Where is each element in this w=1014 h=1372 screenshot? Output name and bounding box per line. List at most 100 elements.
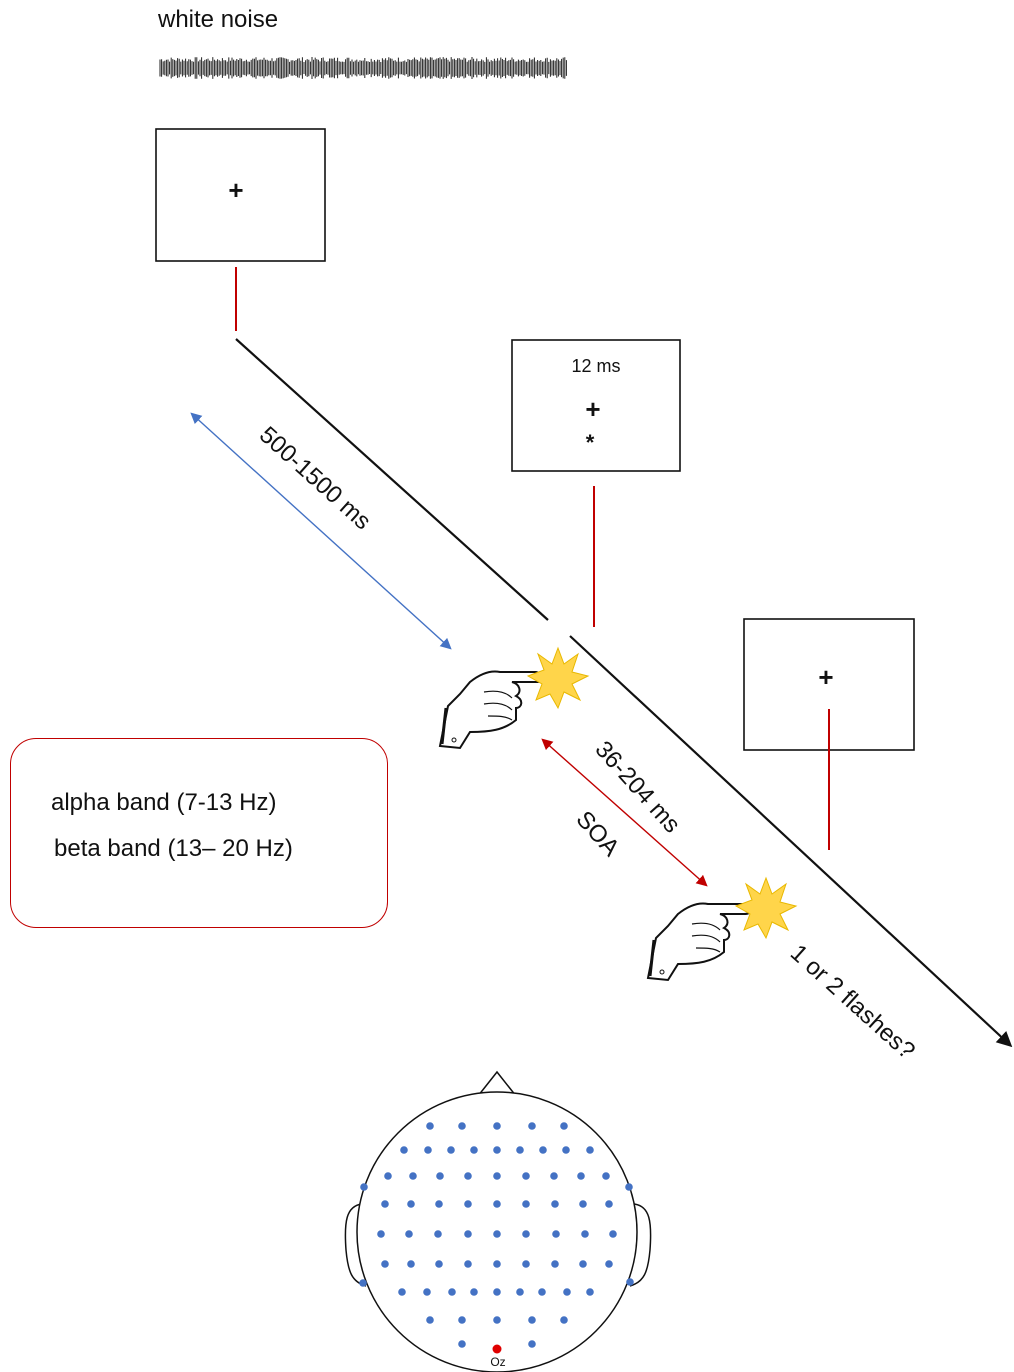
electrode-dot: [448, 1288, 456, 1296]
electrode-dot: [528, 1340, 536, 1348]
electrode-dot: [626, 1278, 634, 1286]
electrode-dot: [434, 1230, 442, 1238]
electrode-dot: [625, 1183, 633, 1191]
electrode-dot: [493, 1146, 501, 1154]
electrode-dot: [407, 1260, 415, 1268]
alpha-band-label: alpha band (7-13 Hz): [51, 789, 277, 816]
electrode-dot: [563, 1288, 571, 1296]
electrode-dot: [407, 1200, 415, 1208]
electrode-dot: [581, 1230, 589, 1238]
electrode-dot: [586, 1146, 594, 1154]
eeg-head-map: Oz: [344, 1070, 652, 1372]
electrode-dot: [405, 1230, 413, 1238]
electrode-dot: [458, 1340, 466, 1348]
electrode-dot: [522, 1230, 530, 1238]
electrode-dot: [493, 1260, 501, 1268]
electrode-dot: [522, 1172, 530, 1180]
electrode-dot: [516, 1288, 524, 1296]
white-noise-label: white noise: [158, 6, 279, 33]
target-star: *: [586, 430, 595, 455]
electrode-dot: [458, 1122, 466, 1130]
electrode-dot: [360, 1183, 368, 1191]
electrode-dot: [424, 1146, 432, 1154]
noise-trace: [159, 57, 567, 79]
electrode-dot: [552, 1230, 560, 1238]
electrode-dot: [447, 1146, 455, 1154]
target-fixation-cross: +: [585, 394, 600, 424]
timeline-segment-2: [569, 635, 1013, 1048]
electrode-dot: [562, 1146, 570, 1154]
electrode-dot: [493, 1200, 501, 1208]
electrode-dot: [398, 1288, 406, 1296]
electrode-dot: [538, 1288, 546, 1296]
electrode-dot: [426, 1122, 434, 1130]
electrode-dot: [493, 1230, 501, 1238]
electrode-dot: [470, 1288, 478, 1296]
electrode-dot: [551, 1200, 559, 1208]
soa-arrow: [541, 738, 708, 887]
electrode-dot: [522, 1260, 530, 1268]
fixation-screen: +: [155, 128, 326, 262]
electrode-dot: [464, 1260, 472, 1268]
target-duration-label: 12 ms: [571, 356, 620, 376]
electrode-dot: [384, 1172, 392, 1180]
electrode-dot: [522, 1200, 530, 1208]
electrode-dot: [551, 1260, 559, 1268]
flash-icon: [526, 646, 590, 710]
electrode-dot: [493, 1316, 501, 1324]
beta-band-label: beta band (13– 20 Hz): [54, 835, 293, 862]
electrode-dot: [579, 1200, 587, 1208]
electrode-dot: [359, 1279, 367, 1287]
soa-label: SOA: [571, 806, 625, 862]
electrode-dot: [528, 1122, 536, 1130]
fixation-cross: +: [228, 175, 243, 205]
electrode-dot: [409, 1172, 417, 1180]
electrode-dot: [560, 1122, 568, 1130]
head-nose: [477, 1070, 517, 1097]
target-screen: 12 ms + *: [511, 339, 681, 472]
electrode-oz: [492, 1344, 502, 1354]
electrode-dot: [579, 1260, 587, 1268]
electrode-dot: [435, 1200, 443, 1208]
electrode-dot: [435, 1260, 443, 1268]
response-question: 1 or 2 flashes?: [785, 939, 920, 1064]
interval-1-label: 500-1500 ms: [254, 421, 376, 535]
flash-icon: [734, 876, 798, 940]
electrode-dot: [577, 1172, 585, 1180]
electrode-dot: [493, 1172, 501, 1180]
electrode-dot: [586, 1288, 594, 1296]
electrode-dot: [458, 1316, 466, 1324]
white-noise-waveform: [159, 57, 567, 79]
electrode-dot: [436, 1172, 444, 1180]
interval-1-arrow: [190, 412, 452, 650]
electrode-dot: [605, 1260, 613, 1268]
electrode-dot: [400, 1146, 408, 1154]
electrode-dot: [464, 1230, 472, 1238]
electrode-dot: [550, 1172, 558, 1180]
electrode-dot: [528, 1316, 536, 1324]
electrode-dot: [470, 1146, 478, 1154]
electrode-dot: [605, 1200, 613, 1208]
hand-touch-icon: [438, 670, 545, 750]
electrode-dot: [464, 1200, 472, 1208]
electrode-dot: [516, 1146, 524, 1154]
hand-touch-icon: [646, 902, 753, 982]
electrode-dot: [609, 1230, 617, 1238]
electrode-dot: [464, 1172, 472, 1180]
electrode-dot: [493, 1122, 501, 1130]
electrode-dot: [423, 1288, 431, 1296]
electrode-dot: [539, 1146, 547, 1154]
response-fixation-cross: +: [818, 662, 833, 692]
electrode-dot: [560, 1316, 568, 1324]
electrode-dot: [381, 1260, 389, 1268]
electrode-dot: [381, 1200, 389, 1208]
electrode-dot: [493, 1288, 501, 1296]
electrode-dot: [602, 1172, 610, 1180]
electrode-grid: [359, 1122, 634, 1348]
frequency-bands-box: alpha band (7-13 Hz) beta band (13– 20 H…: [10, 738, 388, 928]
electrode-dot: [377, 1230, 385, 1238]
timeline-segment-1: [235, 338, 549, 621]
electrode-dot: [426, 1316, 434, 1324]
electrode-oz-label: Oz: [490, 1355, 505, 1369]
